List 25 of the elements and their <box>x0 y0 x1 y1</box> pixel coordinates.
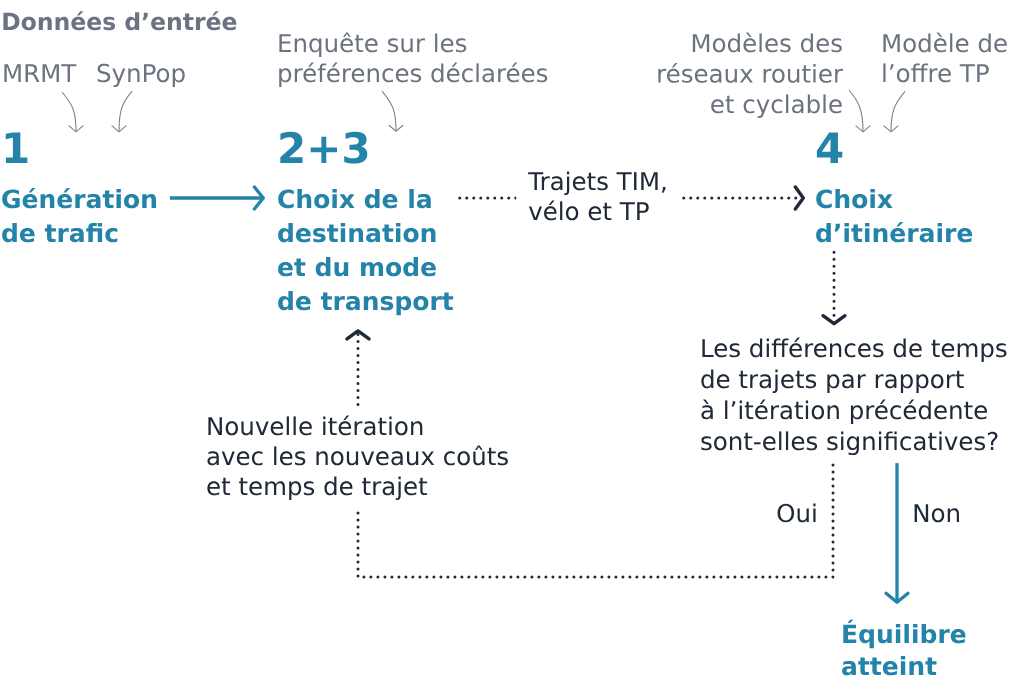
step-label: 1 Génération de trafic <box>2 132 156 243</box>
input-label: Modèles des réseaux routier et cyclable <box>658 32 843 119</box>
curved-arrow <box>848 89 871 133</box>
dotted-line <box>356 463 835 579</box>
curved-arrow <box>883 90 906 133</box>
edge-label: Non <box>909 502 965 525</box>
question-text: Les différences de temps de trajets par rapport à l’itération précédente sont-elles significatives? <box>701 337 1007 456</box>
dotted-arrow <box>345 329 371 406</box>
dotted-arrow <box>821 250 847 326</box>
curved-arrow <box>61 91 84 133</box>
arrow <box>884 463 910 604</box>
step-label: 2+3 Choix de la destination et du mode de transport <box>278 131 454 316</box>
iteration-note: Nouvelle itération avec les nouveaux coûts et temps de trajet <box>207 415 508 501</box>
result-label: Équilibre atteint <box>842 619 966 676</box>
input-label: Enquête sur les préférences déclarées <box>279 32 548 88</box>
curved-arrow <box>111 90 133 133</box>
section-heading: Données d’entrée <box>3 11 237 31</box>
step-label: 4 Choix d’itinéraire <box>816 132 973 243</box>
input-label: SynPop <box>97 63 185 88</box>
input-label: MRMT <box>4 64 77 82</box>
arrow <box>169 185 265 211</box>
curved-arrow <box>381 90 404 132</box>
input-label: Modèle de l’offre TP <box>883 32 1007 83</box>
edge-label: Oui <box>773 501 821 525</box>
edge-label: Trajets TIM, vélo et TP <box>516 169 680 223</box>
